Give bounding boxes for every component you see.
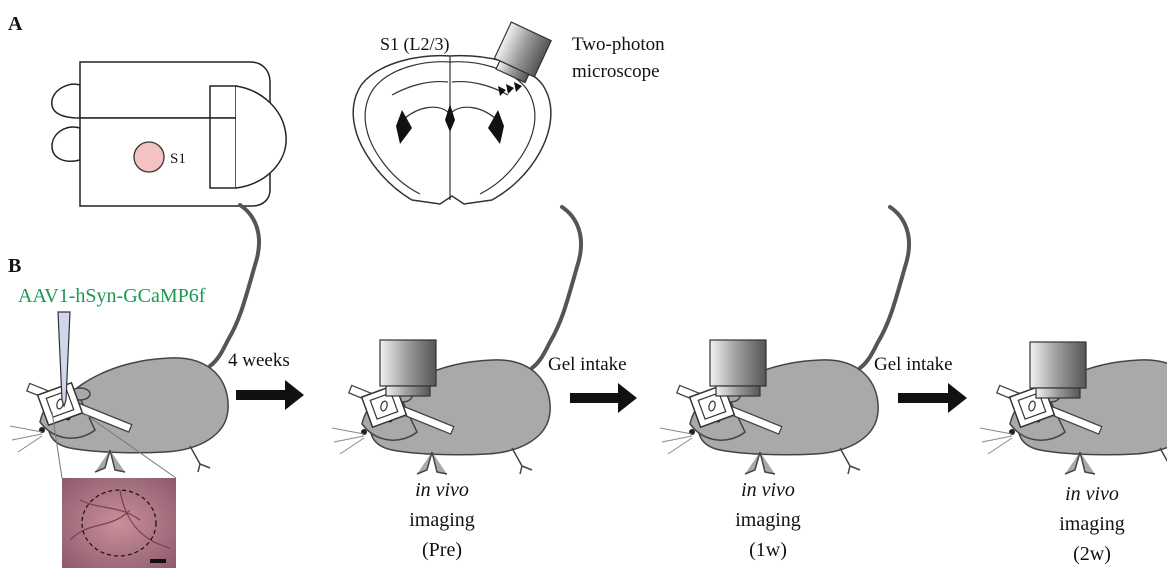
imaging-mouse-pre (332, 207, 581, 474)
objective-icon (710, 340, 766, 396)
step-label-2: Gel intake (548, 354, 627, 375)
session-caption-line3: (1w) (749, 539, 787, 561)
session-caption-line1: in vivo (1065, 483, 1119, 505)
microscope-label-line2: microscope (572, 61, 660, 82)
injection-mouse (10, 205, 259, 472)
step-arrow-1 (236, 380, 304, 410)
step-label-3: Gel intake (874, 354, 953, 375)
session-caption-pre: in vivo imaging (Pre) (409, 479, 475, 561)
microscope-label-line1: Two-photon (572, 34, 665, 55)
virus-label: AAV1-hSyn-GCaMP6f (18, 285, 206, 307)
brain-top-view (52, 62, 286, 206)
panel-b-label: B (8, 255, 21, 277)
session-caption-line1: in vivo (415, 479, 469, 501)
panel-a-label: A (8, 13, 23, 35)
session-caption-line3: (2w) (1073, 543, 1111, 565)
session-caption-line1: in vivo (741, 479, 795, 501)
s1-label: S1 (170, 151, 186, 167)
s1-region-marker (134, 142, 164, 172)
session-caption-2w: in vivo imaging (2w) (1059, 483, 1125, 565)
session-caption-line3: (Pre) (422, 539, 462, 561)
step-label-1: 4 weeks (228, 350, 290, 371)
session-caption-1w: in vivo imaging (1w) (735, 479, 801, 561)
session-caption-line2: imaging (1059, 513, 1125, 535)
imaging-mouse-2w (980, 207, 1167, 474)
s1-layer-label: S1 (L2/3) (380, 34, 450, 55)
step-arrow-2 (570, 383, 637, 413)
scale-bar (150, 559, 166, 563)
session-caption-line2: imaging (409, 509, 475, 531)
imaging-mouse-1w (660, 207, 909, 474)
session-caption-line2: imaging (735, 509, 801, 531)
objective-icon (1030, 342, 1086, 398)
step-arrow-3 (898, 383, 967, 413)
objective-icon (380, 340, 436, 396)
cranial-window-photo (62, 478, 176, 568)
